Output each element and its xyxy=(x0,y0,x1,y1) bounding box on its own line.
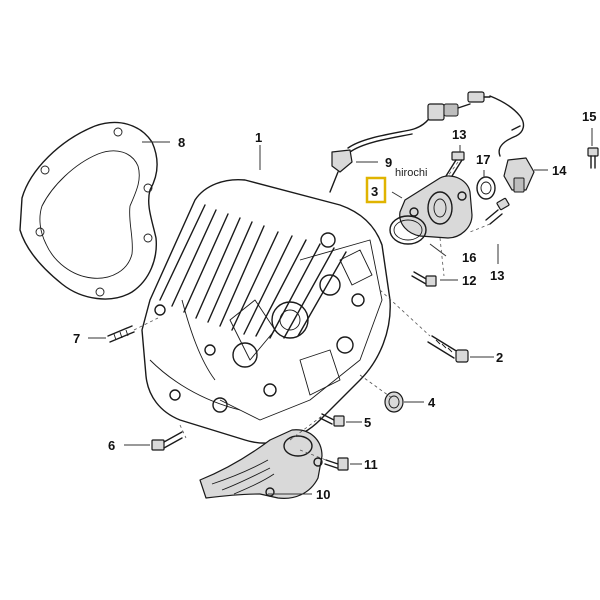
cylinder-head-part-1 xyxy=(141,178,391,444)
callout-6: 6 xyxy=(108,438,115,453)
callout-10: 10 xyxy=(316,487,330,502)
switch-part-14 xyxy=(489,95,535,193)
bolt-part-5 xyxy=(319,413,345,427)
callout-1: 1 xyxy=(255,130,262,145)
callout-13-right: 13 xyxy=(490,268,504,283)
plug-part-4 xyxy=(384,391,404,413)
callout-7: 7 xyxy=(73,331,80,346)
callout-3: 3 xyxy=(371,184,378,199)
bolt-part-12 xyxy=(411,271,437,287)
callout-labels: 1 2 3 4 5 6 7 8 9 10 11 12 13 13 14 15 1… xyxy=(73,109,596,502)
sensor-part-9 xyxy=(329,91,491,193)
callout-5: 5 xyxy=(364,415,371,430)
callout-13-top: 13 xyxy=(452,127,466,142)
callout-12: 12 xyxy=(462,273,476,288)
callout-16: 16 xyxy=(462,250,476,265)
bolt-part-11 xyxy=(324,457,349,471)
callout-14: 14 xyxy=(552,163,567,178)
bolt-part-13-top xyxy=(445,151,465,177)
stud-part-7 xyxy=(107,325,135,343)
highlight-box-part-3 xyxy=(365,176,387,204)
callout-17: 17 xyxy=(476,152,490,167)
bolt-part-2 xyxy=(427,335,469,363)
callout-9: 9 xyxy=(385,155,392,170)
gasket-part-8 xyxy=(19,121,158,300)
callout-4: 4 xyxy=(428,395,436,410)
bolt-part-6 xyxy=(151,431,183,451)
callout-11: 11 xyxy=(364,457,378,472)
bolt-part-15 xyxy=(587,147,599,169)
bolt-part-13-right xyxy=(485,197,510,225)
callout-2: 2 xyxy=(496,350,503,365)
watermark-text: hirochi xyxy=(395,167,427,179)
callout-15: 15 xyxy=(582,109,596,124)
callout-8: 8 xyxy=(178,135,185,150)
oring-part-16 xyxy=(389,215,427,245)
oil-fitting-part-3 xyxy=(399,175,473,239)
adapter-part-10 xyxy=(199,429,323,499)
washer-part-17 xyxy=(476,176,496,200)
leader-lines xyxy=(88,128,593,495)
